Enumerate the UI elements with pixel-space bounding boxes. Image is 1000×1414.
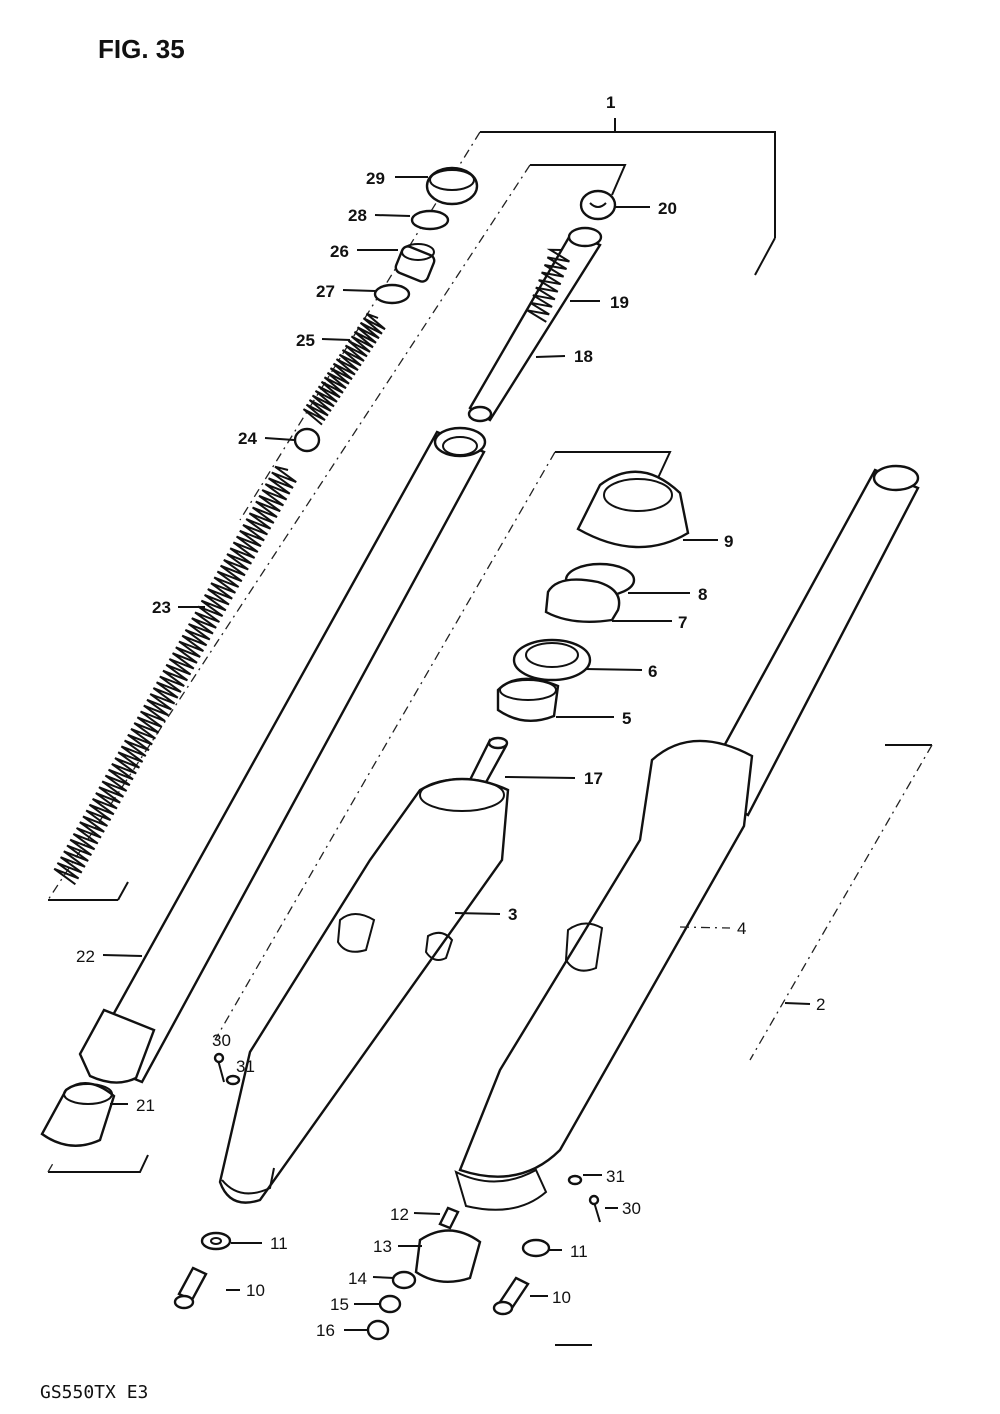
- part-9-dust-boot: [576, 470, 690, 549]
- callout-1: 1: [606, 93, 615, 112]
- part-31-gasket-right: [567, 1174, 583, 1186]
- part-11-gasket-right: [521, 1238, 551, 1258]
- callout-13: 13: [373, 1237, 392, 1256]
- callout-31-right: 31: [606, 1167, 625, 1186]
- part-14-washer: [391, 1270, 417, 1290]
- callout-6: 6: [648, 662, 657, 681]
- part-27-o-ring: [373, 283, 411, 305]
- part-5-bushing: [496, 677, 560, 722]
- callout-9: 9: [724, 532, 733, 551]
- part-25-spring: [302, 312, 386, 426]
- part-30-bleed-screw-left: [213, 1052, 225, 1083]
- part-4-outer-tube-right: [454, 464, 920, 1211]
- callout-8: 8: [698, 585, 707, 604]
- part-10-bolt-right: [492, 1276, 530, 1316]
- callout-3: 3: [508, 905, 517, 924]
- part-3-outer-tube-left: [218, 777, 510, 1204]
- part-12-stud: [438, 1206, 460, 1230]
- part-23-fork-spring: [53, 465, 297, 886]
- callout-27: 27: [316, 282, 335, 301]
- part-21-oil-lock-piece: [40, 1082, 116, 1147]
- part-30-bleed-screw-right: [588, 1194, 601, 1223]
- part-13-axle-holder: [414, 1229, 482, 1284]
- callout-18: 18: [574, 347, 593, 366]
- callout-30-right: 30: [622, 1199, 641, 1218]
- leader-lines: [102, 176, 811, 1331]
- part-19-rebound-spring: [526, 248, 570, 323]
- part-15-nut: [378, 1294, 402, 1314]
- callout-7: 7: [678, 613, 687, 632]
- part-16-cap-nut: [366, 1319, 390, 1341]
- callout-22: 22: [76, 947, 95, 966]
- callout-24: 24: [238, 429, 257, 448]
- figure-title: FIG. 35: [98, 34, 185, 64]
- callout-19: 19: [610, 293, 629, 312]
- callout-2: 2: [816, 995, 825, 1014]
- callout-14: 14: [348, 1269, 367, 1288]
- callout-29: 29: [366, 169, 385, 188]
- part-11-gasket-left: [200, 1231, 232, 1251]
- callout-28: 28: [348, 206, 367, 225]
- callout-20: 20: [658, 199, 677, 218]
- part-20-ring: [579, 189, 617, 221]
- part-6-oil-seal: [512, 638, 592, 682]
- part-29-cap: [425, 166, 479, 206]
- callout-23: 23: [152, 598, 171, 617]
- part-22-inner-tube: [78, 426, 487, 1084]
- part-18-damper-rod: [467, 226, 603, 423]
- callout-31-left: 31: [236, 1057, 255, 1076]
- callout-26: 26: [330, 242, 349, 261]
- callout-11-right: 11: [570, 1242, 588, 1261]
- model-code: GS550TX E3: [40, 1382, 148, 1403]
- callout-12: 12: [390, 1205, 409, 1224]
- callout-15: 15: [330, 1295, 349, 1314]
- callout-25: 25: [296, 331, 315, 350]
- callout-10-left: 10: [246, 1281, 265, 1300]
- part-24-washer: [293, 427, 321, 453]
- callout-10-right: 10: [552, 1288, 571, 1307]
- callout-16: 16: [316, 1321, 335, 1340]
- callouts: 1 2 3 4 5 6 7 8 9 10 10 11 11 12 13 14 1…: [76, 93, 825, 1340]
- callout-4: 4: [737, 919, 746, 938]
- part-10-bolt-left: [173, 1266, 208, 1310]
- assembly-brackets: [47, 118, 933, 1346]
- callout-11-left: 11: [270, 1234, 288, 1253]
- callout-21: 21: [136, 1096, 155, 1115]
- part-28-o-ring: [410, 209, 450, 231]
- callout-17: 17: [584, 769, 603, 788]
- part-31-gasket-left: [225, 1074, 241, 1086]
- part-26-cap-bolt: [394, 243, 436, 283]
- part-7-spacer: [544, 578, 621, 623]
- callout-30-left: 30: [212, 1031, 231, 1050]
- callout-5: 5: [622, 709, 631, 728]
